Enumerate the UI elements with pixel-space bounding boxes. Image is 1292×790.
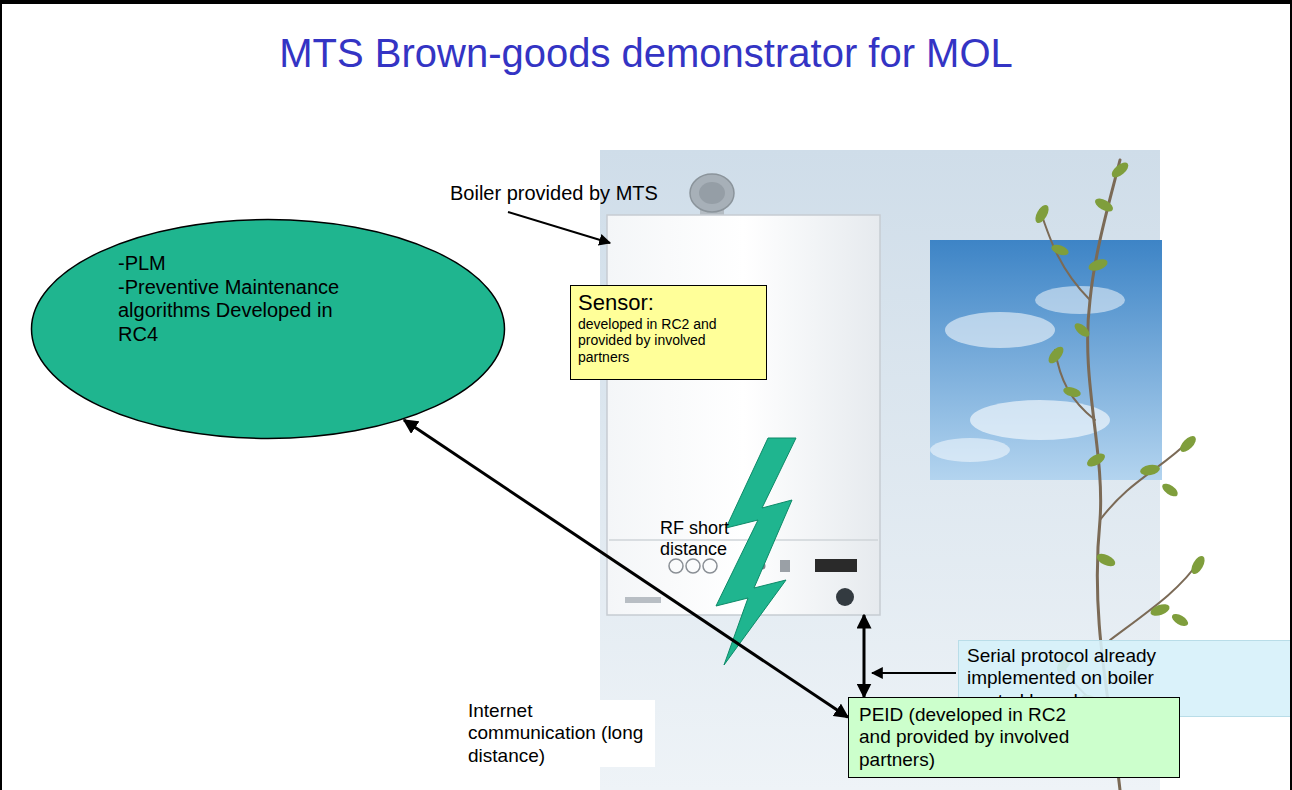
boiler-callout: Boiler provided by MTS <box>450 182 658 206</box>
ellipse-shape <box>32 220 505 439</box>
plm-item: -Preventive Maintenance algorithms Devel… <box>118 276 358 347</box>
boiler-leader-arrow <box>508 212 610 243</box>
ellipse-outline <box>30 218 506 440</box>
peid-box: PEID (developed in RC2 and provided by i… <box>848 697 1180 778</box>
ellipse-text-area: -PLM-Preventive Maintenance algorithms D… <box>118 252 358 346</box>
diagram-title: MTS Brown-goods demonstrator for MOL <box>0 30 1292 76</box>
boiler-node: Boiler provided by MTS <box>607 215 880 615</box>
serial-leader-arrow <box>872 672 956 674</box>
sensor-heading: Sensor: <box>578 290 759 316</box>
peid-text: PEID (developed in RC2 and provided by i… <box>859 704 1094 771</box>
connector-arrow <box>863 615 866 697</box>
sensor-description: developed in RC2 and provided by involve… <box>578 316 759 366</box>
connector-arrow <box>404 420 848 717</box>
connector-label: Internet communication (long distance) <box>466 700 655 767</box>
rf-lightning-bolt <box>716 438 796 665</box>
sky-window <box>930 240 1162 480</box>
plm-ellipse: -PLM-Preventive Maintenance algorithms D… <box>30 218 506 440</box>
rf-label: RF short distance <box>660 518 742 560</box>
plm-item: -PLM <box>118 252 358 276</box>
sensor-box: Sensor:developed in RC2 and provided by … <box>570 285 767 380</box>
